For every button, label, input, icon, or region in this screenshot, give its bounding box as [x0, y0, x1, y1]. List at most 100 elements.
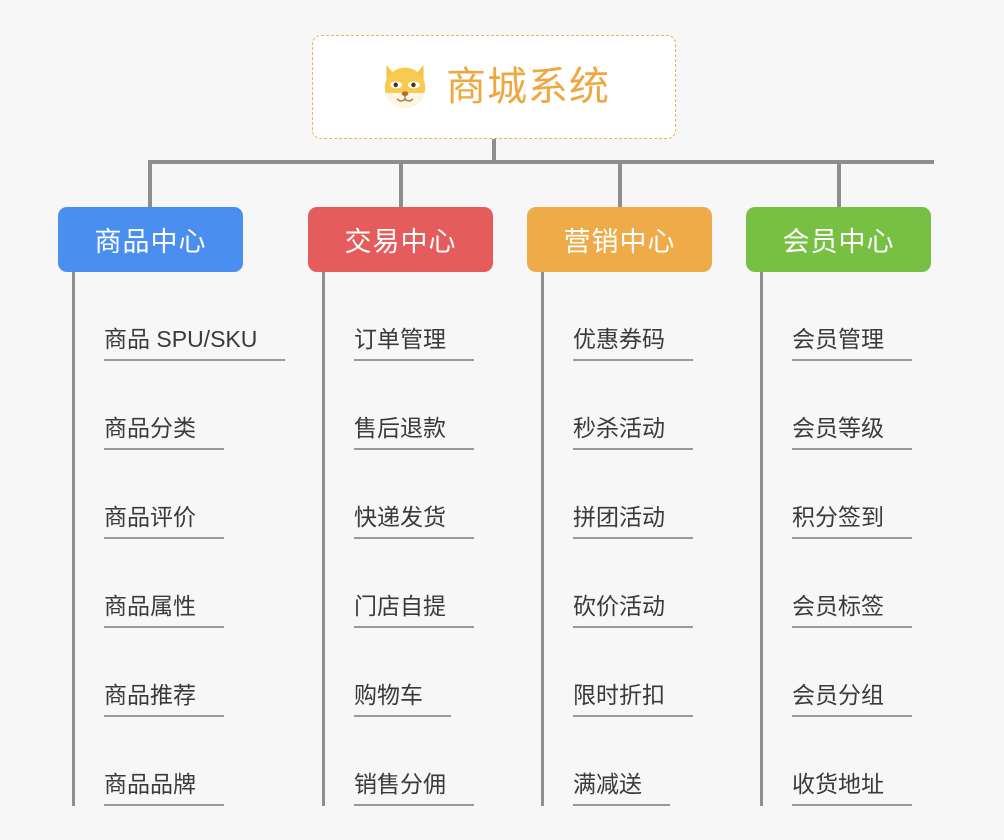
list-item-label: 商品 SPU/SKU [104, 325, 258, 352]
list-item[interactable]: 满减送 [541, 717, 693, 806]
list-item[interactable]: 商品分类 [72, 361, 285, 450]
list-item-label: 优惠券码 [573, 325, 665, 352]
list-item[interactable]: 会员等级 [760, 361, 912, 450]
list-item-label: 商品分类 [104, 414, 196, 441]
list-item-label: 砍价活动 [573, 592, 665, 619]
list-item-label: 商品属性 [104, 592, 196, 619]
list-item-label: 收货地址 [792, 770, 884, 797]
list-item-label: 销售分佣 [354, 770, 446, 797]
list-item-label: 满减送 [573, 770, 642, 797]
list-item-label: 会员分组 [792, 681, 884, 708]
list-item-label: 商品品牌 [104, 770, 196, 797]
leaf-underline: 会员标签 [792, 592, 912, 628]
connector-drop-1 [148, 160, 152, 207]
leaf-underline: 售后退款 [354, 414, 474, 450]
list-item[interactable]: 拼团活动 [541, 450, 693, 539]
leaf-underline: 会员分组 [792, 681, 912, 717]
branch-spine [760, 272, 763, 806]
leaf-underline: 商品品牌 [104, 770, 224, 806]
branch-header-label: 营销中心 [563, 227, 676, 257]
list-item[interactable]: 门店自提 [322, 539, 474, 628]
leaf-underline: 商品评价 [104, 503, 224, 539]
list-item[interactable]: 会员标签 [760, 539, 912, 628]
branch-header-marketing-center[interactable]: 营销中心 [527, 207, 712, 272]
list-item[interactable]: 积分签到 [760, 450, 912, 539]
list-item[interactable]: 限时折扣 [541, 628, 693, 717]
list-item[interactable]: 销售分佣 [322, 717, 474, 806]
list-item-label: 快递发货 [354, 503, 446, 530]
leaf-list-trade-center: 订单管理 售后退款 快递发货 门店自提 购物车 销售分佣 [322, 272, 474, 806]
leaf-underline: 收货地址 [792, 770, 912, 806]
list-item-label: 限时折扣 [573, 681, 665, 708]
connector-horizontal-bus [148, 160, 934, 164]
connector-drop-3 [618, 160, 622, 207]
branch-header-label: 交易中心 [344, 227, 457, 257]
list-item-label: 购物车 [354, 681, 423, 708]
list-item-label: 秒杀活动 [573, 414, 665, 441]
leaf-underline: 购物车 [354, 681, 451, 717]
leaf-underline: 订单管理 [354, 325, 474, 361]
leaf-list-member-center: 会员管理 会员等级 积分签到 会员标签 会员分组 收货地址 [760, 272, 912, 806]
leaf-underline: 商品属性 [104, 592, 224, 628]
list-item-label: 售后退款 [354, 414, 446, 441]
list-item[interactable]: 商品推荐 [72, 628, 285, 717]
list-item[interactable]: 商品 SPU/SKU [72, 272, 286, 361]
leaf-underline: 商品分类 [104, 414, 224, 450]
list-item[interactable]: 商品品牌 [72, 717, 285, 806]
list-item[interactable]: 购物车 [322, 628, 474, 717]
leaf-underline: 商品 SPU/SKU [104, 325, 286, 361]
list-item-label: 会员等级 [792, 414, 884, 441]
list-item[interactable]: 商品评价 [72, 450, 285, 539]
leaf-list-marketing-center: 优惠券码 秒杀活动 拼团活动 砍价活动 限时折扣 满减送 [541, 272, 693, 806]
connector-root-stem [492, 139, 496, 164]
list-item[interactable]: 订单管理 [322, 272, 474, 361]
connector-drop-2 [399, 160, 403, 207]
branch-spine [322, 272, 325, 806]
branch-product-center: 商品中心 商品 SPU/SKU 商品分类 商品评价 商品属性 商品推荐 商品品牌 [58, 207, 286, 806]
branch-spine [541, 272, 544, 806]
root-node[interactable]: 商城系统 [312, 35, 676, 139]
leaf-list-product-center: 商品 SPU/SKU 商品分类 商品评价 商品属性 商品推荐 商品品牌 [72, 272, 286, 806]
leaf-underline: 限时折扣 [573, 681, 693, 717]
leaf-underline: 拼团活动 [573, 504, 693, 539]
list-item-label: 积分签到 [792, 503, 884, 530]
list-item[interactable]: 快递发货 [322, 450, 474, 539]
shiba-dog-icon [384, 65, 426, 111]
list-item[interactable]: 会员管理 [760, 272, 912, 361]
list-item-label: 门店自提 [354, 592, 446, 619]
list-item[interactable]: 秒杀活动 [541, 361, 693, 450]
branch-header-label: 商品中心 [94, 227, 207, 257]
leaf-underline: 砍价活动 [573, 592, 693, 628]
branch-header-product-center[interactable]: 商品中心 [58, 207, 243, 272]
list-item-label: 会员标签 [792, 592, 884, 619]
list-item[interactable]: 会员分组 [760, 628, 912, 717]
connector-drop-4 [837, 160, 841, 207]
leaf-underline: 满减送 [573, 770, 670, 806]
leaf-underline: 优惠券码 [573, 325, 693, 361]
branch-member-center: 会员中心 会员管理 会员等级 积分签到 会员标签 会员分组 收货地址 [746, 207, 931, 806]
branch-spine [72, 272, 75, 806]
branch-trade-center: 交易中心 订单管理 售后退款 快递发货 门店自提 购物车 销售分佣 [308, 207, 493, 806]
list-item[interactable]: 砍价活动 [541, 539, 693, 628]
leaf-underline: 会员等级 [792, 414, 912, 450]
leaf-underline: 商品推荐 [104, 682, 224, 717]
leaf-underline: 秒杀活动 [573, 414, 693, 450]
leaf-underline: 快递发货 [354, 503, 474, 539]
root-title: 商城系统 [446, 65, 610, 109]
list-item[interactable]: 商品属性 [72, 539, 285, 628]
list-item[interactable]: 收货地址 [760, 717, 912, 806]
list-item-label: 商品评价 [104, 503, 196, 530]
branch-header-member-center[interactable]: 会员中心 [746, 207, 931, 272]
list-item[interactable]: 售后退款 [322, 361, 474, 450]
leaf-underline: 门店自提 [354, 592, 474, 628]
leaf-underline: 积分签到 [792, 503, 912, 539]
branch-marketing-center: 营销中心 优惠券码 秒杀活动 拼团活动 砍价活动 限时折扣 满减送 [527, 207, 712, 806]
leaf-underline: 会员管理 [792, 325, 912, 361]
leaf-underline: 销售分佣 [354, 770, 474, 806]
list-item[interactable]: 优惠券码 [541, 272, 693, 361]
list-item-label: 订单管理 [354, 325, 446, 352]
branch-header-trade-center[interactable]: 交易中心 [308, 207, 493, 272]
list-item-label: 会员管理 [792, 325, 884, 352]
branch-header-label: 会员中心 [782, 227, 895, 257]
